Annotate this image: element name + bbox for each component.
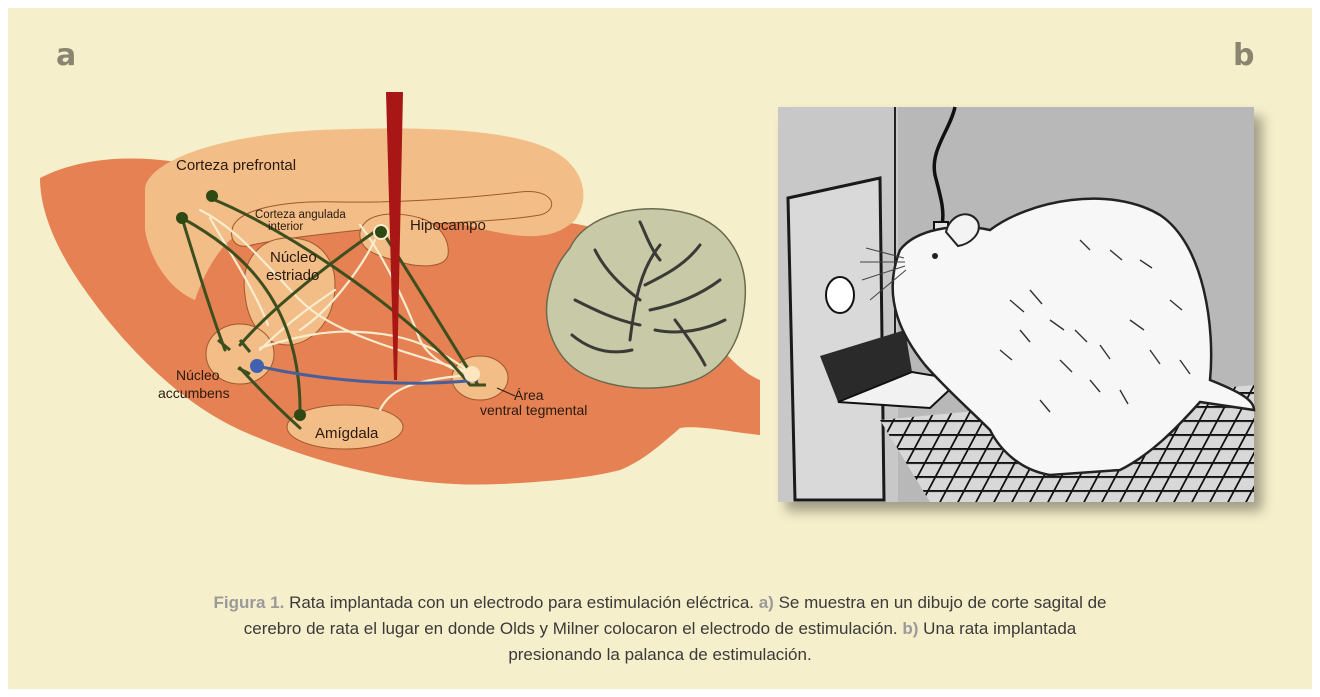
label-vta-2: ventral tegmental (480, 402, 587, 418)
caption-b-label: b) (902, 619, 918, 638)
caption-text-1: Rata implantada con un electrodo para es… (284, 593, 758, 612)
label-cingulate-2: interior (268, 221, 303, 233)
caption-figure-label: Figura 1. (213, 593, 284, 612)
label-striatum-2: estriado (266, 267, 319, 284)
label-striatum-1: Núcleo (270, 249, 317, 266)
label-vta-1: Área (514, 387, 544, 403)
label-prefrontal: Corteza prefrontal (176, 157, 296, 174)
brain-diagram: Corteza prefrontal Corteza angulada inte… (40, 92, 760, 485)
figure-caption: Figura 1. Rata implantada con un electro… (200, 590, 1120, 668)
rat-photo-content (778, 107, 1254, 502)
label-accumbens-1: Núcleo (176, 367, 220, 383)
label-accumbens-2: accumbens (158, 385, 230, 401)
label-cingulate-1: Corteza angulada (255, 209, 346, 221)
label-amygdala: Amígdala (315, 425, 379, 442)
vta-region (452, 356, 508, 400)
label-hippocampus: Hipocampo (410, 217, 486, 234)
caption-a-label: a) (759, 593, 774, 612)
